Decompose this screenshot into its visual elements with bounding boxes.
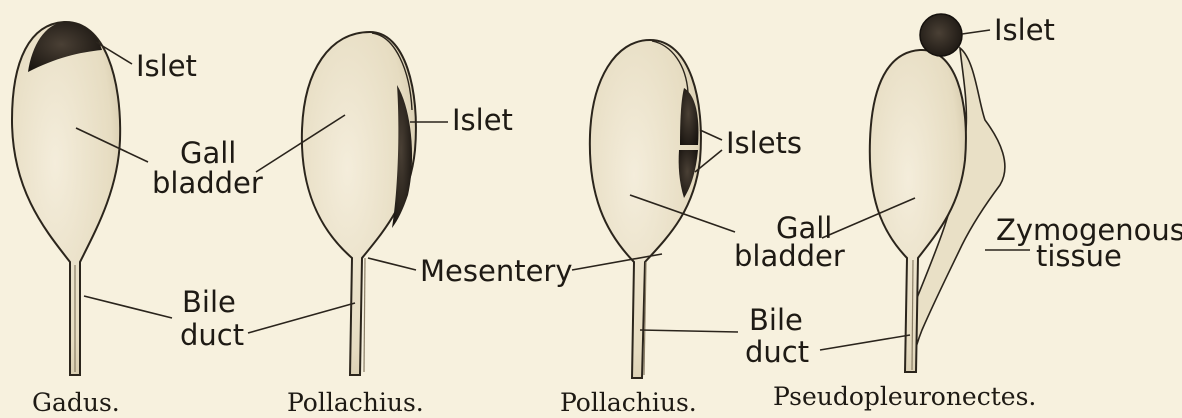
leader-islet-4 <box>962 30 990 34</box>
caption-pseudopleuronectes: Pseudopleuronectes. <box>773 382 1036 411</box>
leader-bile-3a <box>640 330 738 332</box>
label-gall-gadus-1: Gall <box>180 136 236 170</box>
label-islet-pseudo: Islet <box>994 13 1055 47</box>
label-bile-3: Bile <box>749 303 803 337</box>
label-duct-1: duct <box>180 318 244 352</box>
label-tissue: tissue <box>1036 239 1122 273</box>
specimen-gadus <box>12 22 120 375</box>
specimen-pollachius-2 <box>590 40 701 378</box>
label-bladder-3: bladder <box>734 239 845 273</box>
islet-sphere <box>920 14 962 56</box>
specimen-pseudopleuronectes <box>870 14 1005 372</box>
caption-pollachius-1: Pollachius. <box>287 388 424 417</box>
leader-bile-2 <box>248 303 355 333</box>
duct-edge <box>364 258 365 372</box>
leader-mes-3 <box>572 254 662 270</box>
caption-gadus: Gadus. <box>32 388 120 417</box>
leader-bile-4 <box>820 335 910 350</box>
leader-islets-a <box>700 130 722 140</box>
label-mesentery: Mesentery <box>420 254 573 288</box>
label-gall-gadus-2: bladder <box>152 166 263 200</box>
gall-bladder-shape <box>12 22 120 375</box>
leader-bile-1 <box>84 296 172 318</box>
leader-mes-2 <box>368 258 416 270</box>
label-islet-pollachius: Islet <box>452 103 513 137</box>
captions: Gadus. Pollachius. Pollachius. Pseudople… <box>32 382 1036 417</box>
specimen-pollachius-1 <box>302 32 416 375</box>
caption-pollachius-2: Pollachius. <box>560 388 697 417</box>
label-bile-1: Bile <box>182 285 236 319</box>
label-duct-3: duct <box>745 335 809 369</box>
label-islets: Islets <box>726 126 802 160</box>
label-islet-gadus: Islet <box>136 49 197 83</box>
